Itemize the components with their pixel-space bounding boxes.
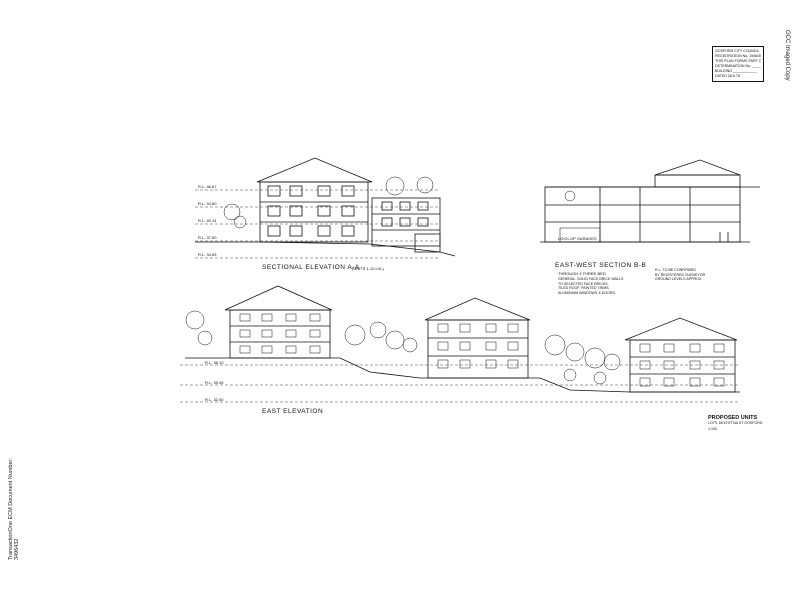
level-label: R.L. 34.65: [198, 252, 217, 257]
stamp-line: THIS PLAN FORMS PART OF: [715, 59, 761, 63]
level-label: R.L. 40.14: [198, 218, 217, 223]
level-label: R.L. 32.00: [205, 397, 224, 402]
title-block-subtitle: LOTS 18/19 ETNA ST GOSFORD: [708, 421, 763, 425]
section-b-notes-right: R.L. TO BE CONFIRMED BY REGISTERED SURVE…: [655, 268, 706, 282]
title-block-title: PROPOSED UNITS: [708, 415, 758, 421]
sectional-elevation-a-drawing: [195, 157, 456, 259]
level-label: R.L. 35.45: [205, 380, 224, 385]
garages-label: LOCK-UP GARAGES: [558, 236, 597, 241]
margin-imaged-copy-label: GCC Imaged Copy: [784, 30, 790, 81]
council-approval-stamp: GOSFORD CITY COUNCIL REGISTRATION No. 19…: [712, 46, 764, 82]
level-label: R.L. 37.60: [198, 235, 217, 240]
section-b-drawing: [540, 159, 760, 243]
title-block: PROPOSED UNITS LOTS 18/19 ETNA ST GOSFOR…: [708, 415, 768, 431]
section-b-subtitle: THROUGH 4 THREE-BED: [558, 271, 606, 276]
sectional-elevation-title: SECTIONAL ELEVATION A-A: [262, 264, 360, 271]
level-label: R.L. 38.10: [205, 360, 224, 365]
level-label: R.L. 43.60: [198, 201, 217, 206]
east-elevation-title: EAST ELEVATION: [262, 408, 324, 415]
stamp-line: BUILDING ____________: [715, 69, 757, 73]
section-b-title: EAST-WEST SECTION B-B: [555, 262, 647, 269]
stamp-line: REGISTRATION No. 1946/3077: [715, 54, 761, 58]
sectional-elevation-subtitle: (UNITS 1-10 LVL): [352, 266, 384, 271]
level-label: R.L. 46.67: [198, 184, 217, 189]
title-block-scale: 1:100: [708, 427, 717, 431]
east-elevation-drawing: [180, 285, 740, 403]
stamp-line: GOSFORD CITY COUNCIL: [715, 49, 760, 53]
stamp-line: DATED 28.6.78: [715, 74, 740, 78]
stamp-line: DETERMINATION No. ______: [715, 64, 761, 68]
section-b-notes: GENERAL: SOLID FACE BRICK WALLS TO SELEC…: [558, 277, 624, 295]
